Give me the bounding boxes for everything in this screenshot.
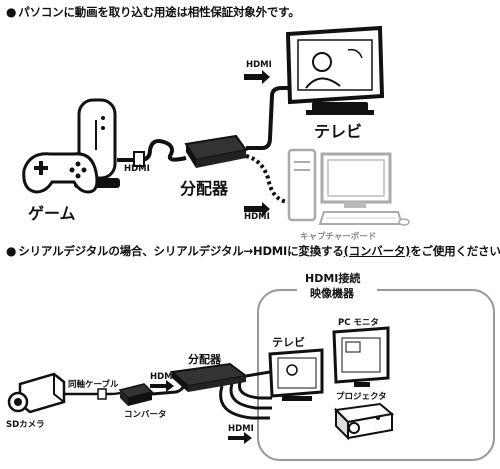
- sd-camera-icon: [7, 372, 66, 414]
- hdmi-label-tv: HDMI: [246, 60, 272, 70]
- arrow-icon: [150, 380, 174, 392]
- arrow-icon: [244, 70, 270, 84]
- splitter-box-bottom-icon: [169, 362, 249, 392]
- pc-monitor-label: PC モニタ: [338, 318, 379, 328]
- converter-label: コンバータ: [124, 410, 167, 420]
- device-group-title-1: HDMI接続: [305, 272, 361, 285]
- projector-label: プロジェクタ: [336, 392, 387, 402]
- game-label: ゲーム: [28, 204, 76, 223]
- arrow-icon: [244, 202, 270, 216]
- arrow-icon: [228, 432, 252, 444]
- game-controller-icon: [22, 152, 99, 194]
- coaxial-plug-icon: [97, 388, 107, 400]
- tv-label-top: テレビ: [314, 122, 363, 141]
- splitter-label-bottom: 分配器: [188, 353, 221, 366]
- note-bottom-link: (コンバータ): [343, 244, 411, 258]
- note-top-text: パソコンに動画を取り込む用途は相性保証対象外です。: [18, 5, 300, 19]
- output-cables: [219, 370, 272, 420]
- bullet: ●: [6, 5, 17, 19]
- hdmi-label-capture: HDMI: [244, 212, 270, 222]
- projector-icon: [333, 402, 395, 441]
- note-bottom-text: シリアルデジタルの場合、シリアルデジタル→HDMIに変換する: [18, 244, 344, 258]
- device-group-title-bg: [297, 272, 377, 308]
- bullet: ●: [6, 244, 17, 258]
- hdmi-label-mid: HDMI: [150, 372, 176, 382]
- tv-label-bottom: テレビ: [272, 336, 305, 349]
- sd-camera-label: SDカメラ: [6, 420, 45, 430]
- hdmi-label-in: HDMI: [124, 164, 150, 174]
- splitter-box-icon: [184, 134, 248, 168]
- pc-monitor-icon: [332, 326, 390, 387]
- converter-box-icon: [118, 383, 154, 406]
- capture-board-label: キャプチャーボード: [300, 232, 377, 242]
- tv-small-icon: [268, 348, 324, 401]
- splitter-label-top: 分配器: [180, 179, 229, 198]
- note-top: ●パソコンに動画を取り込む用途は相性保証対象外です。: [6, 4, 300, 20]
- coaxial-cable: [64, 390, 125, 396]
- tv-icon: [285, 25, 385, 115]
- note-bottom-text-end: をご使用ください。: [410, 244, 500, 258]
- hdmi-cable-tv: [246, 86, 300, 150]
- hdmi-cable-capture: [245, 154, 289, 204]
- capture-board-pc-icon: [287, 148, 410, 226]
- hdmi-label-out: HDMI: [228, 424, 254, 434]
- hdmi-plug-icon: [133, 151, 145, 167]
- hdmi-cable-in: [117, 139, 187, 162]
- note-bottom: ●シリアルデジタルの場合、シリアルデジタル→HDMIに変換する(コンバータ)をご…: [6, 243, 500, 259]
- coaxial-cable-label: 同軸ケーブル: [68, 380, 119, 390]
- device-group-title-2: 映像機器: [310, 287, 354, 300]
